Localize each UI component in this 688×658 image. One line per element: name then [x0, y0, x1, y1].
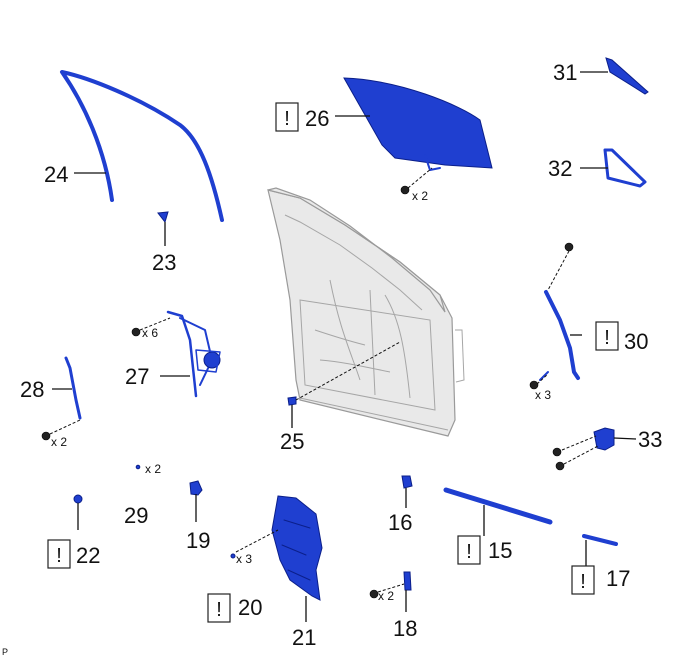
callout-17: 17	[606, 566, 630, 591]
callout-21: 21	[292, 625, 316, 650]
bolt-icons	[400, 185, 539, 390]
front-door-panel	[267, 187, 465, 437]
part-18-bracket	[369, 571, 412, 599]
caution-box-17: !	[571, 565, 595, 595]
part-20-clip	[230, 553, 236, 559]
part-24-door-glass-run	[60, 70, 224, 222]
caution-box-30: !	[595, 321, 619, 351]
part-33-door-lock	[552, 427, 615, 471]
caution-mark: !	[466, 541, 472, 563]
caution-mark: !	[56, 545, 62, 567]
caution-box-26: !	[275, 102, 299, 132]
caution-box-22: !	[47, 539, 71, 569]
part-27-window-regulator	[131, 310, 221, 398]
callout-28: 28	[20, 377, 44, 402]
leader-lines	[52, 71, 637, 622]
footer-code: P	[2, 647, 8, 657]
callout-32: 32	[548, 156, 572, 181]
part-15-belt-moulding	[443, 487, 553, 525]
callout-numbers: 24 23 26 31 32 30 27 28 25 33 29 19 22 1…	[20, 60, 662, 650]
callout-29: 29	[124, 503, 148, 528]
part-30-rear-lower-frame	[539, 242, 580, 381]
part-25-hole-plug	[287, 396, 297, 406]
part-32-quarter-frame	[603, 148, 647, 188]
callout-16: 16	[388, 510, 412, 535]
part-16-bracket	[401, 475, 413, 489]
part-21-service-hole-cover	[271, 495, 323, 601]
qty-29-screws: x 2	[145, 462, 161, 476]
callout-23: 23	[152, 250, 176, 275]
qty-20-clips: x 3	[236, 552, 252, 566]
callout-18: 18	[393, 616, 417, 641]
qty-26-bolts: x 2	[412, 189, 428, 203]
caution-box-20: !	[207, 593, 231, 623]
callout-33: 33	[638, 427, 662, 452]
part-17-moulding	[582, 534, 618, 546]
part-26-door-glass	[343, 77, 493, 171]
qty-18-bolts: x 2	[378, 589, 394, 603]
caution-mark: !	[284, 108, 290, 130]
callout-26: 26	[305, 106, 329, 131]
callout-27: 27	[125, 364, 149, 389]
callout-31: 31	[553, 60, 577, 85]
part-22-retainer	[73, 494, 83, 504]
fastener-dash-lines	[49, 167, 599, 593]
callout-19: 19	[186, 528, 210, 553]
caution-box-15: !	[457, 535, 481, 565]
callout-30: 30	[624, 329, 648, 354]
part-19-clip	[189, 480, 203, 496]
caution-mark: !	[604, 327, 610, 349]
part-29-screw	[135, 464, 141, 470]
part-28-division-bar	[41, 356, 82, 441]
caution-mark: !	[580, 571, 586, 593]
qty-28-bolts: x 2	[51, 435, 67, 449]
callout-24: 24	[44, 162, 68, 187]
callout-15: 15	[488, 538, 512, 563]
qty-27-bolts: x 6	[142, 326, 158, 340]
qty-30-bolts: x 3	[535, 388, 551, 402]
callout-20: 20	[238, 595, 262, 620]
callout-22: 22	[76, 543, 100, 568]
quantity-labels: x 2 x 6 x 2 x 3 x 2 x 3 x 2	[51, 189, 551, 603]
part-23-small-bracket	[157, 211, 169, 224]
caution-mark: !	[216, 599, 222, 621]
part-31-quarter-glass	[605, 57, 649, 95]
callout-25: 25	[280, 429, 304, 454]
